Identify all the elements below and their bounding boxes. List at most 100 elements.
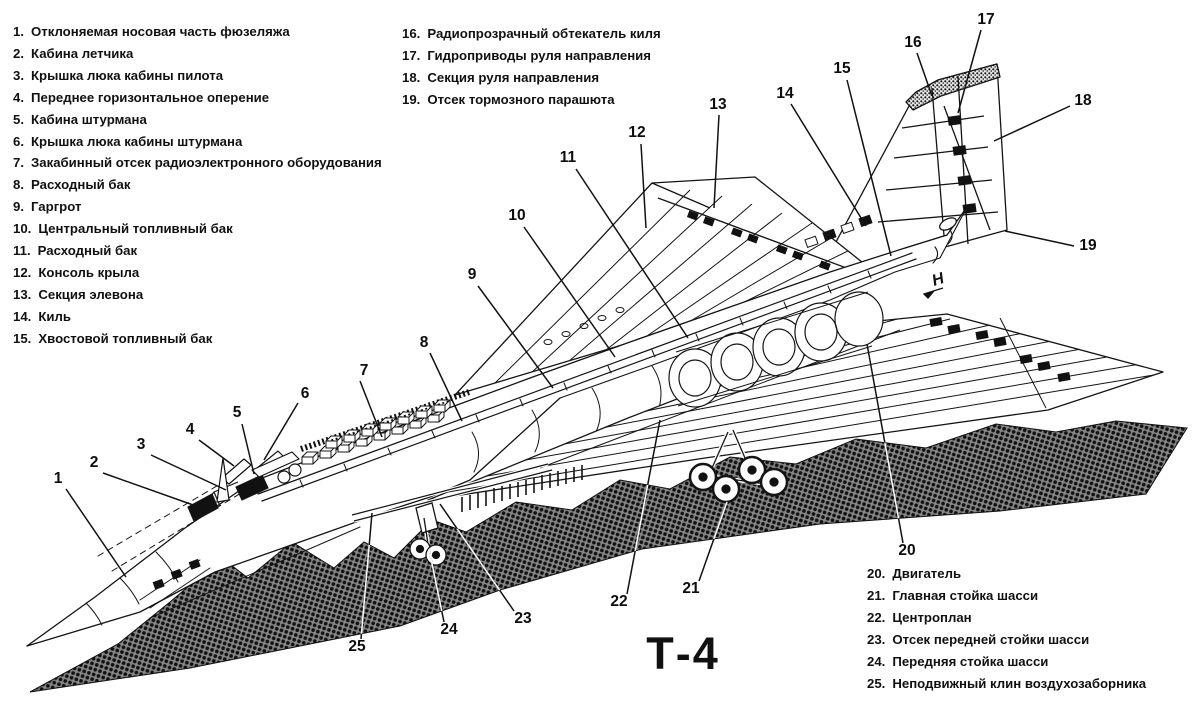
legend-item: 2.Кабина летчика bbox=[13, 43, 382, 65]
legend-item-number: 8. bbox=[13, 177, 24, 193]
legend-item-number: 25. bbox=[867, 676, 886, 691]
legend-item: 14.Киль bbox=[13, 306, 382, 328]
legend-item: 7.Закабинный отсек радиоэлектронного обо… bbox=[13, 152, 382, 174]
legend-item: 21.Главная стойка шасси bbox=[867, 585, 1146, 607]
callout-number-21: 21 bbox=[682, 580, 700, 597]
callout-number-3: 3 bbox=[137, 436, 146, 453]
legend-item: 13.Секция элевона bbox=[13, 284, 382, 306]
legend-item: 24. Передняя стойка шасси bbox=[867, 651, 1146, 673]
legend-item-label: Кабина штурмана bbox=[31, 111, 147, 127]
legend-item-label: Секция элевона bbox=[38, 286, 144, 302]
tail-cone bbox=[904, 229, 953, 264]
spine-lines bbox=[257, 252, 917, 502]
legend-item-label: Двигатель bbox=[892, 566, 962, 581]
legend-item-number: 21. bbox=[867, 588, 886, 603]
legend-item-number: 9. bbox=[13, 199, 24, 215]
tail-equipment bbox=[804, 214, 873, 248]
callout-number-9: 9 bbox=[468, 266, 477, 283]
callout-line-7 bbox=[359, 380, 383, 438]
legend-item-number: 23. bbox=[867, 632, 886, 647]
callout-line-4 bbox=[198, 439, 235, 467]
legend-item-label: Радиопрозрачный обтекатель киля bbox=[427, 26, 661, 41]
legend-item-number: 7. bbox=[13, 155, 24, 171]
callout-number-7: 7 bbox=[360, 362, 369, 379]
legend-item-label: Переднее горизонтальное оперение bbox=[31, 89, 270, 105]
legend-item-label: Центральный топливный бак bbox=[38, 221, 233, 237]
legend-item-number: 22. bbox=[867, 610, 886, 625]
canard-left bbox=[216, 457, 230, 503]
callout-number-14: 14 bbox=[776, 85, 794, 102]
rudder-actuators bbox=[947, 115, 977, 214]
nose-rings bbox=[85, 551, 179, 626]
legend-item-label: Расходный бак bbox=[37, 243, 138, 259]
callout-numbers: 1234567891011121314151617181920212223242… bbox=[54, 11, 1097, 655]
legend-item: 8.Расходный бак bbox=[13, 174, 382, 196]
legend-item-number: 5. bbox=[13, 111, 24, 127]
legend-item: 10. Центральный топливный бак bbox=[13, 218, 382, 240]
legend-item: 22. Центроплан bbox=[867, 607, 1146, 629]
callout-line-11 bbox=[575, 168, 689, 339]
legend-item-number: 17. bbox=[402, 47, 421, 63]
legend-item-label: Центроплан bbox=[892, 610, 972, 625]
legend-item-number: 20. bbox=[867, 566, 886, 581]
callout-line-16 bbox=[916, 52, 933, 97]
legend-list-bottom-right: 20. Двигатель 21.Главная стойка шасси 22. Це… bbox=[867, 563, 1146, 695]
near-elevon-hinges bbox=[929, 317, 1071, 382]
legend-item: 25. Неподвижный клин воздухозаборника bbox=[867, 673, 1146, 695]
callout-line-5 bbox=[241, 423, 255, 475]
callout-number-19: 19 bbox=[1079, 237, 1097, 254]
callout-number-2: 2 bbox=[90, 454, 99, 471]
legend-item-number: 3. bbox=[13, 67, 24, 83]
legend-item-number: 11. bbox=[13, 243, 31, 259]
legend-item-label: Крышка люка кабины штурмана bbox=[31, 133, 243, 149]
legend-list-middle: 16. Радиопрозрачный обтекатель киля 17. Гид… bbox=[402, 23, 661, 111]
callout-number-5: 5 bbox=[233, 404, 242, 421]
callout-line-6 bbox=[263, 402, 299, 461]
callout-number-25: 25 bbox=[348, 638, 366, 655]
diagram-title: Т-4 bbox=[646, 628, 720, 679]
callout-line-9 bbox=[477, 285, 554, 389]
callout-line-10 bbox=[523, 226, 616, 358]
legend-item: 15.Хвостовой топливный бак bbox=[13, 328, 382, 350]
legend-item: 3. Крышка люка кабины пилота bbox=[13, 65, 382, 87]
callout-line-2 bbox=[102, 472, 197, 507]
svg-text:Н: Н bbox=[930, 270, 947, 290]
nose-gear bbox=[409, 502, 447, 566]
legend-item: 17. Гидроприводы руля направления bbox=[402, 45, 661, 67]
legend-item-label: Передняя стойка шасси bbox=[892, 654, 1049, 669]
legend-item: 6.Крышка люка кабины штурмана bbox=[13, 131, 382, 153]
nose-interior bbox=[139, 558, 211, 609]
legend-item-number: 16. bbox=[402, 26, 421, 41]
wing-access-panels bbox=[543, 307, 625, 345]
legend-item: 9.Гаргрот bbox=[13, 196, 382, 218]
callout-line-1 bbox=[65, 488, 127, 578]
raised-nose-ghost bbox=[97, 469, 257, 572]
legend-fin-section: 16. Радиопрозрачный обтекатель киля 17. Гид… bbox=[402, 23, 661, 111]
legend-item-number: 24. bbox=[867, 654, 886, 669]
callout-line-15 bbox=[846, 79, 892, 257]
legend-item-label: Отсек передней стойки шасси bbox=[892, 632, 1090, 647]
legend-item: 16. Радиопрозрачный обтекатель киля bbox=[402, 23, 661, 45]
brake-chute-fairing bbox=[939, 217, 957, 231]
cockpit bbox=[187, 450, 302, 522]
rudder-hinge-line bbox=[943, 105, 991, 231]
callout-line-14 bbox=[790, 103, 867, 227]
legend-item: 18.Секция руля направления bbox=[402, 67, 661, 89]
legend-item-number: 10. bbox=[13, 221, 32, 237]
legend-item: 20. Двигатель bbox=[867, 563, 1146, 585]
callout-number-22: 22 bbox=[610, 593, 627, 610]
legend-item-label: Неподвижный клин воздухозаборника bbox=[892, 676, 1147, 691]
legend-item: 11. Расходный бак bbox=[13, 240, 382, 262]
legend-item: 4.Переднее горизонтальное оперение bbox=[13, 87, 382, 109]
legend-item-label: Гидроприводы руля направления bbox=[427, 47, 651, 63]
legend-item-label: Крышка люка кабины пилота bbox=[31, 67, 224, 83]
legend-item-label: Секция руля направления bbox=[427, 69, 600, 85]
fuselage bbox=[26, 206, 968, 647]
callout-number-17: 17 bbox=[977, 11, 994, 28]
callout-line-13 bbox=[713, 114, 720, 209]
legend-item: 12.Консоль крыла bbox=[13, 262, 382, 284]
legend-item-number: 14. bbox=[13, 308, 32, 324]
callout-number-18: 18 bbox=[1074, 92, 1092, 109]
callout-number-15: 15 bbox=[833, 60, 851, 77]
